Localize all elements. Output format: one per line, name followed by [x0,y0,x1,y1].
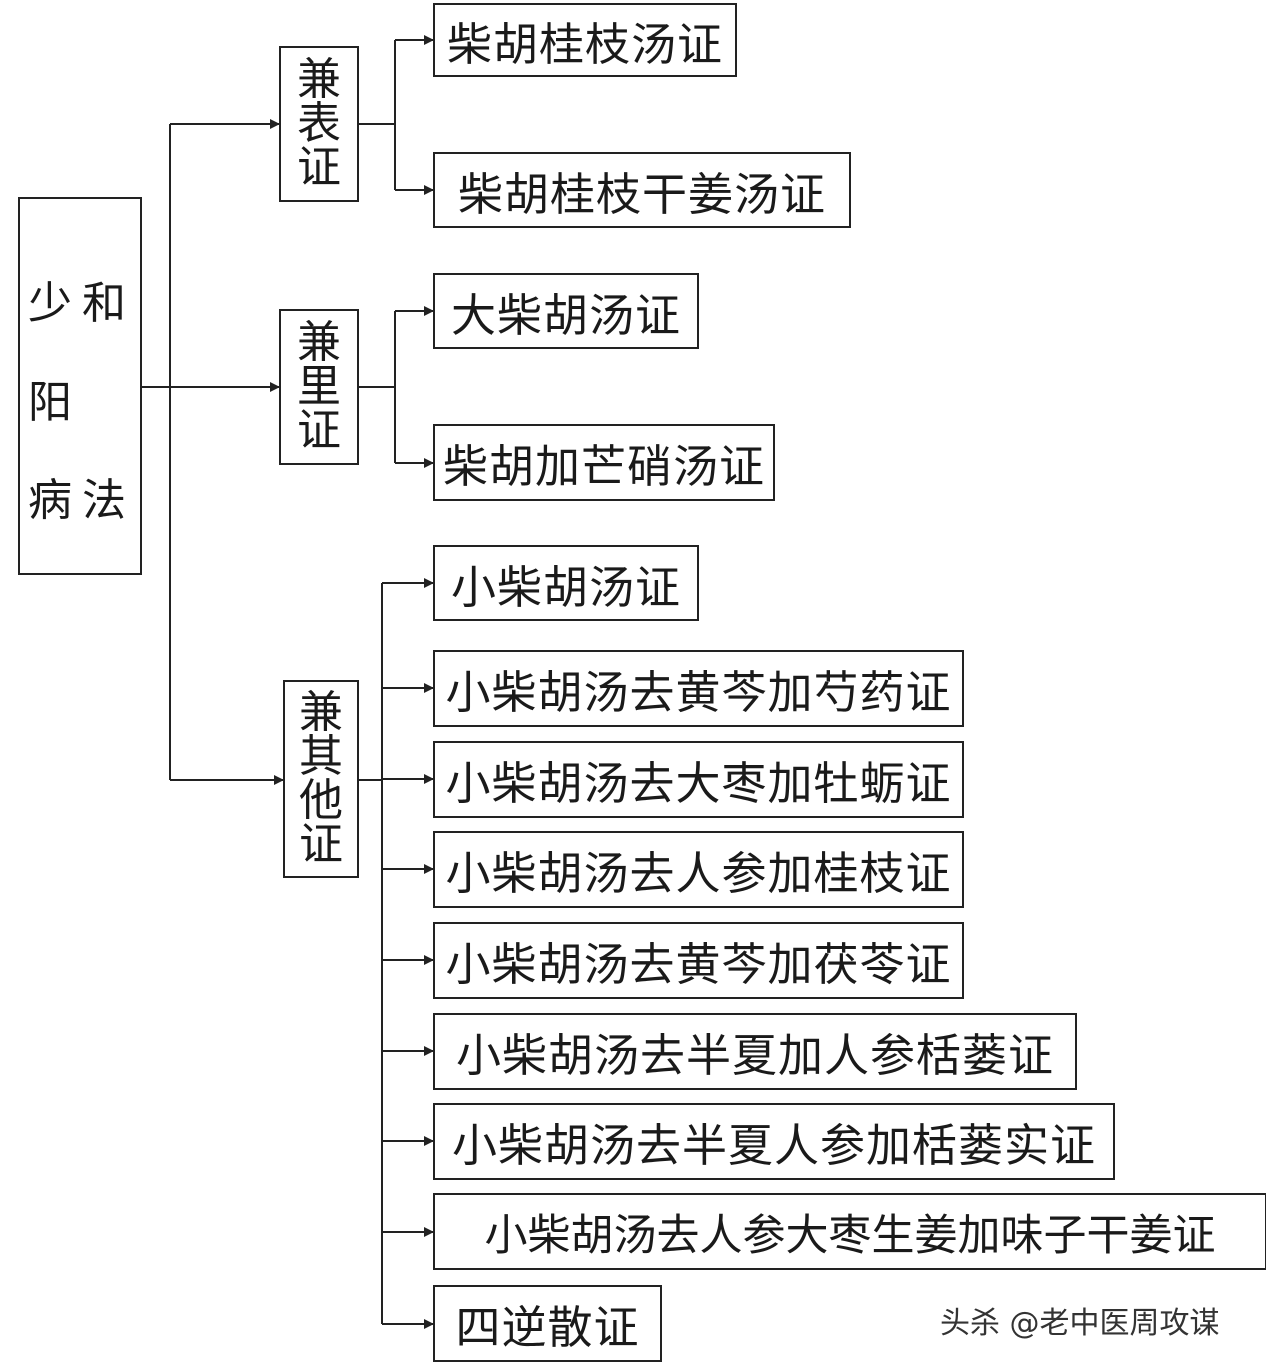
group-2-char-2: 里 [297,361,341,412]
root-char-4: 和 [82,278,126,329]
group-label-3: 兼 其 他 证 [283,680,359,878]
leaf-node: 小柴胡汤去半夏人参加栝蒌实证 [433,1103,1115,1180]
group-2-char-1: 兼 [297,317,341,368]
group-3-char-4: 证 [299,819,343,870]
leaf-node: 柴胡桂枝汤证 [433,3,737,77]
leaf-node: 柴胡桂枝干姜汤证 [433,152,851,228]
root-char-3: 病 [28,475,72,526]
leaf-node: 小柴胡汤证 [433,545,699,621]
watermark-text: 头杀 @老中医周攻谋 [940,1306,1220,1341]
leaf-node: 小柴胡汤去黄芩加芍药证 [433,650,964,727]
group-label-2: 兼 里 证 [279,309,359,465]
group-1-char-2: 表 [297,98,341,149]
group-label-1: 兼 表 证 [279,46,359,202]
root-char-2: 阳 [28,377,72,428]
root-char-5: 法 [82,475,126,526]
root-char-1: 少 [28,278,72,329]
root-node: 少 阳 病 和 法 [18,197,142,575]
leaf-node: 柴胡加芒硝汤证 [433,424,775,501]
leaf-node: 小柴胡汤去大枣加牡蛎证 [433,741,964,818]
leaf-node: 小柴胡汤去半夏加人参栝蒌证 [433,1013,1077,1090]
group-1-char-3: 证 [297,142,341,193]
leaf-node: 四逆散证 [433,1285,662,1362]
leaf-node: 大柴胡汤证 [433,273,699,349]
group-1-char-1: 兼 [297,54,341,105]
leaf-node: 小柴胡汤去人参大枣生姜加味子干姜证 [433,1193,1266,1270]
group-2-char-3: 证 [297,405,341,456]
group-3-char-1: 兼 [299,687,343,738]
group-3-char-2: 其 [299,731,343,782]
group-3-char-3: 他 [299,775,343,826]
leaf-node: 小柴胡汤去人参加桂枝证 [433,831,964,908]
leaf-node: 小柴胡汤去黄芩加茯苓证 [433,922,964,999]
